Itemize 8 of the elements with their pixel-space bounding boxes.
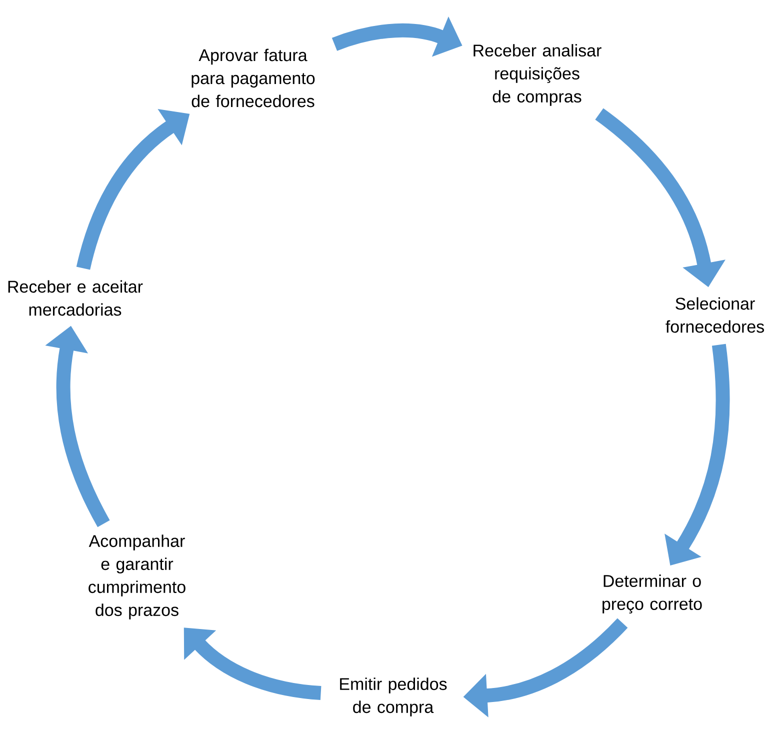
step-label: Acompanhar e garantir cumprimento dos prazos [88, 534, 186, 620]
step-label: Receber analisar requisições de compras [474, 44, 602, 106]
curved-arrow [184, 628, 322, 700]
step-label: Determinar o preço correto [602, 574, 702, 614]
step-label: Aprovar fatura para pagamento de fornecedores [192, 48, 315, 108]
step-label: Selecionar fornecedores [666, 297, 764, 333]
step-label: Emitir pedidos de compra [340, 678, 447, 716]
step-label: Receber e aceitar mercadorias [8, 280, 143, 316]
